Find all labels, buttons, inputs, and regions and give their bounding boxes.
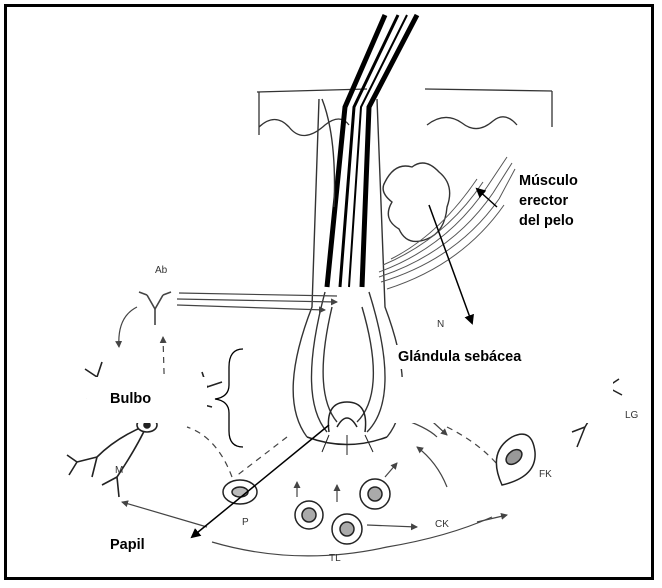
label-tl: TL [329, 553, 341, 564]
muscle-label: Músculo erector del pelo [519, 171, 578, 231]
cells-tl [295, 479, 390, 544]
muscle-label-line-2: erector [519, 191, 578, 211]
hair-shaft [327, 15, 417, 287]
gland-label: Glándula sebácea [398, 347, 521, 367]
papilla-label: Papil [110, 535, 145, 555]
label-ab: Ab [155, 265, 167, 276]
sebaceous-gland-drawing [383, 163, 450, 241]
label-fk: FK [539, 469, 552, 480]
bulb-brace [215, 349, 243, 447]
muscle-label-line-3: del pelo [519, 211, 578, 231]
label-lg: LG [625, 410, 638, 421]
cell-p [223, 480, 257, 504]
antigen-arrows [177, 293, 337, 310]
bulb-label: Bulbo [110, 389, 151, 409]
cell-fk [496, 434, 535, 485]
hair-follicle-drawing [7, 7, 654, 580]
label-ck: CK [435, 519, 449, 530]
skin-surface [257, 89, 552, 136]
dermal-papilla [307, 402, 387, 455]
label-p: P [242, 517, 249, 528]
label-n: N [437, 319, 444, 330]
label-m: M [115, 465, 123, 476]
muscle-label-line-1: Músculo [519, 171, 578, 191]
diagram-frame: Ab N M P TL CK FK LG Músculo erector del… [4, 4, 654, 580]
antibody-drawing [139, 292, 171, 325]
